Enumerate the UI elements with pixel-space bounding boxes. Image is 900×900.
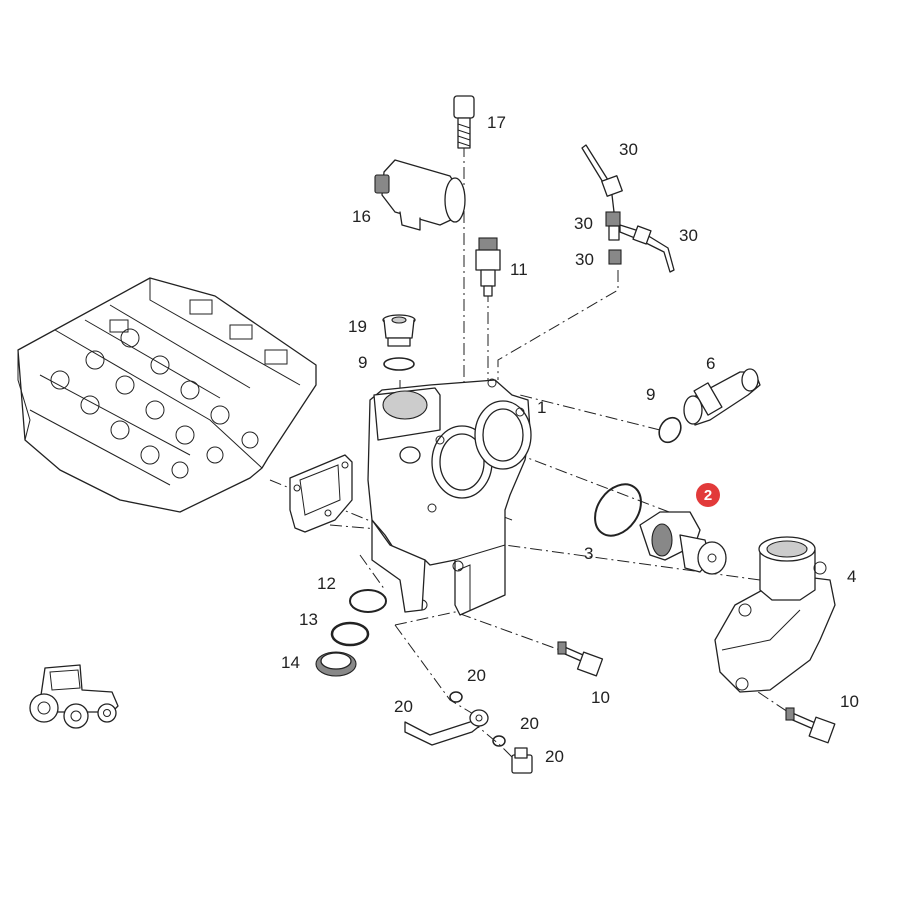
callout-20-a: 20 [467, 666, 486, 685]
tractor-icon [29, 664, 119, 729]
callout-10-lower: 10 [840, 692, 859, 711]
highlight-badge-part-2[interactable]: 2 [696, 483, 720, 507]
callout-6: 6 [706, 354, 715, 373]
thermostat-housing-part-1 [367, 378, 532, 616]
callout-13: 13 [299, 610, 318, 629]
callout-30-mid-left: 30 [574, 214, 593, 233]
callout-30-top: 30 [619, 140, 638, 159]
callout-30-mid-right: 30 [679, 226, 698, 245]
sensor-part-11 [475, 237, 501, 297]
callout-16: 16 [352, 207, 371, 226]
o-ring-part-9-right [658, 416, 682, 444]
callout-labels: 17 16 30 30 30 30 11 19 9 6 9 1 3 4 12 1… [281, 113, 859, 766]
o-ring-part-3 [594, 483, 642, 537]
callout-14: 14 [281, 653, 300, 672]
bolt-part-17 [453, 95, 475, 149]
callout-4: 4 [847, 567, 856, 586]
callout-12: 12 [317, 574, 336, 593]
callout-11: 11 [510, 260, 528, 279]
callout-20-d: 20 [545, 747, 564, 766]
callout-19: 19 [348, 317, 367, 336]
callout-20-b: 20 [394, 697, 413, 716]
cylinder-head-illustration [17, 277, 317, 513]
ring-part-12 [349, 589, 387, 613]
callout-1: 1 [537, 398, 546, 417]
callout-17: 17 [487, 113, 506, 132]
fittings-part-30 [581, 144, 675, 273]
highlight-badge-circle[interactable] [696, 483, 720, 507]
highlight-badge-number: 2 [704, 487, 712, 504]
thermostat-part-2 [639, 511, 727, 575]
fitting-part-6 [683, 368, 761, 426]
o-ring-part-9-upper [383, 357, 415, 371]
callout-30-bottom: 30 [575, 250, 594, 269]
callout-10-upper: 10 [591, 688, 610, 707]
solenoid-part-16 [374, 159, 466, 231]
callout-9-upper: 9 [358, 353, 367, 372]
callout-9-right: 9 [646, 385, 655, 404]
ring-part-13 [330, 621, 370, 647]
outlet-cover-part-4 [714, 536, 836, 693]
plug-part-19 [382, 314, 416, 347]
bolt-part-10-upper [557, 641, 604, 677]
callout-3: 3 [584, 544, 593, 563]
callout-20-c: 20 [520, 714, 539, 733]
gasket-part [289, 454, 353, 533]
seal-part-14 [315, 651, 357, 677]
bolt-part-10-lower [785, 707, 836, 744]
banjo-assembly-part-20 [404, 691, 533, 774]
